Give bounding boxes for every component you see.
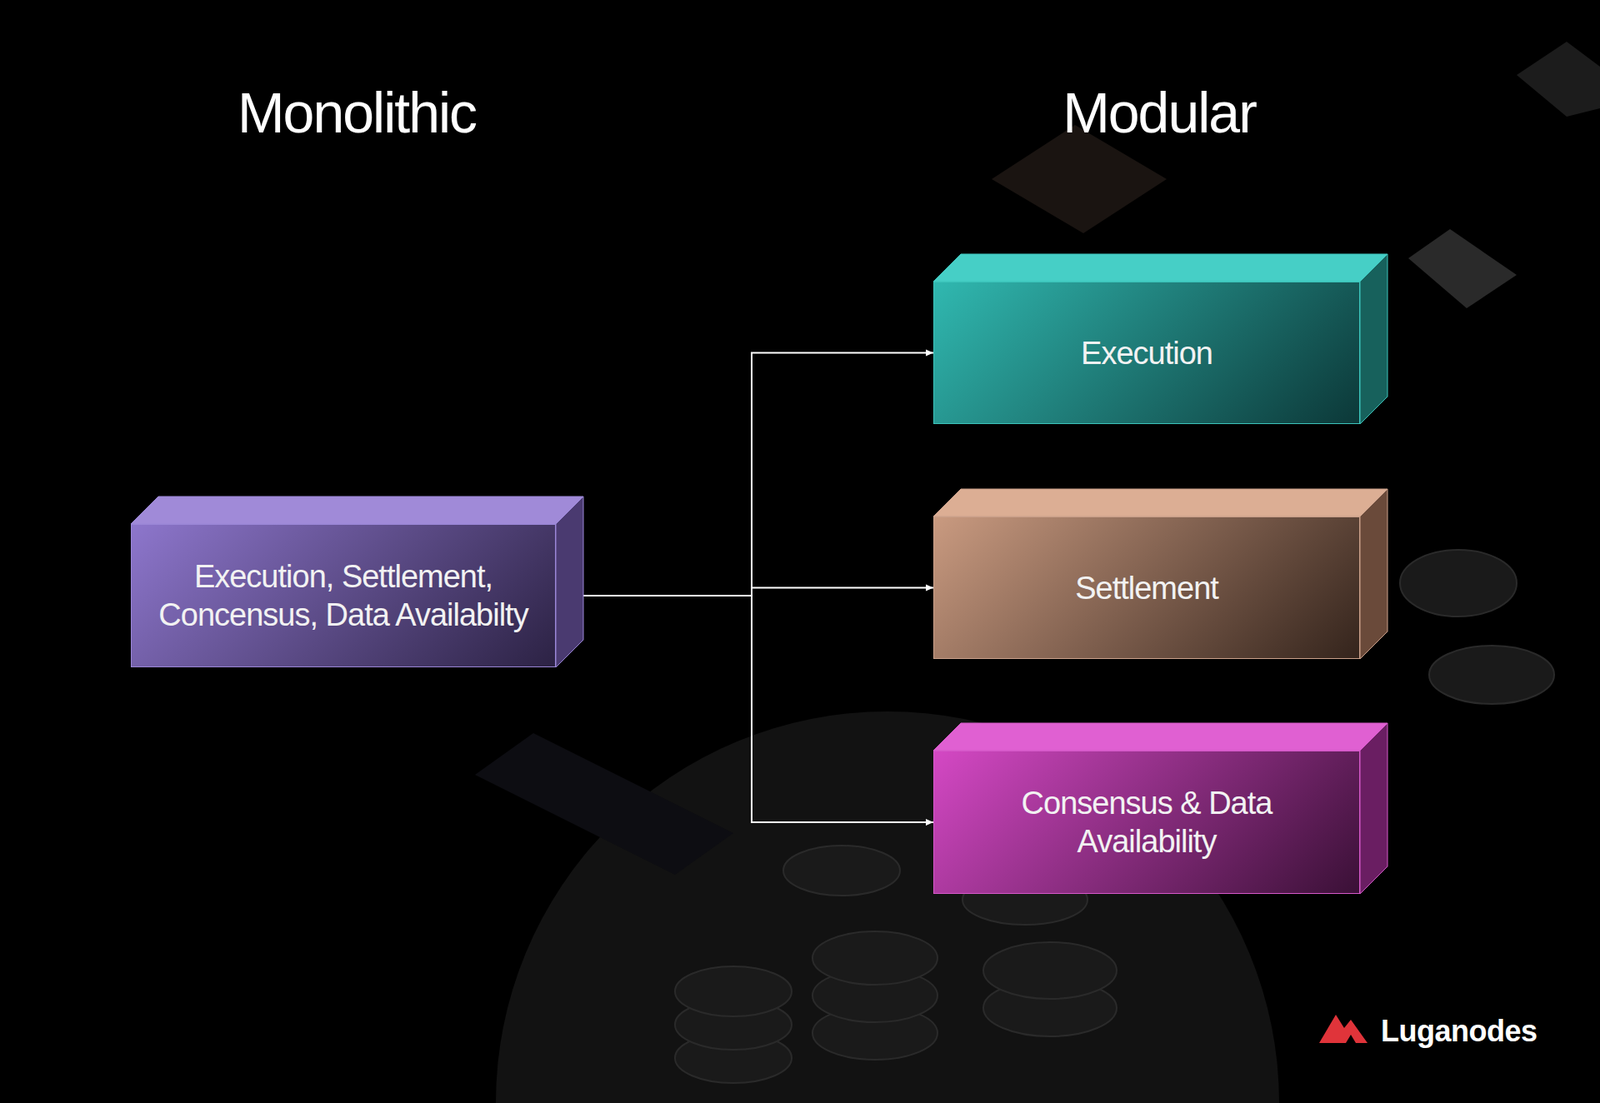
- box-label: Consensus & Data Availability: [968, 784, 1325, 861]
- monolithic-box: Execution, Settlement, Concensus, Data A…: [130, 524, 556, 668]
- connector-arrow: [555, 595, 934, 823]
- layer-box: Consensus & Data Availability: [933, 750, 1360, 895]
- logo-icon: [1319, 1011, 1370, 1045]
- background-tile: [1408, 229, 1517, 309]
- column-heading: Monolithic: [237, 80, 476, 145]
- connector-arrow: [555, 353, 934, 597]
- layer-box: Execution: [933, 281, 1360, 425]
- background-tile: [475, 733, 734, 875]
- column-heading: Modular: [1062, 80, 1256, 145]
- box-label: Execution, Settlement, Concensus, Data A…: [131, 557, 555, 635]
- logo-wordmark: Luganodes: [1380, 1014, 1538, 1050]
- connector-arrow: [555, 588, 934, 597]
- box-label: Execution: [1060, 334, 1233, 373]
- box-label: Settlement: [1055, 569, 1239, 608]
- layer-box: Settlement: [933, 516, 1360, 660]
- background-tile: [1516, 41, 1600, 117]
